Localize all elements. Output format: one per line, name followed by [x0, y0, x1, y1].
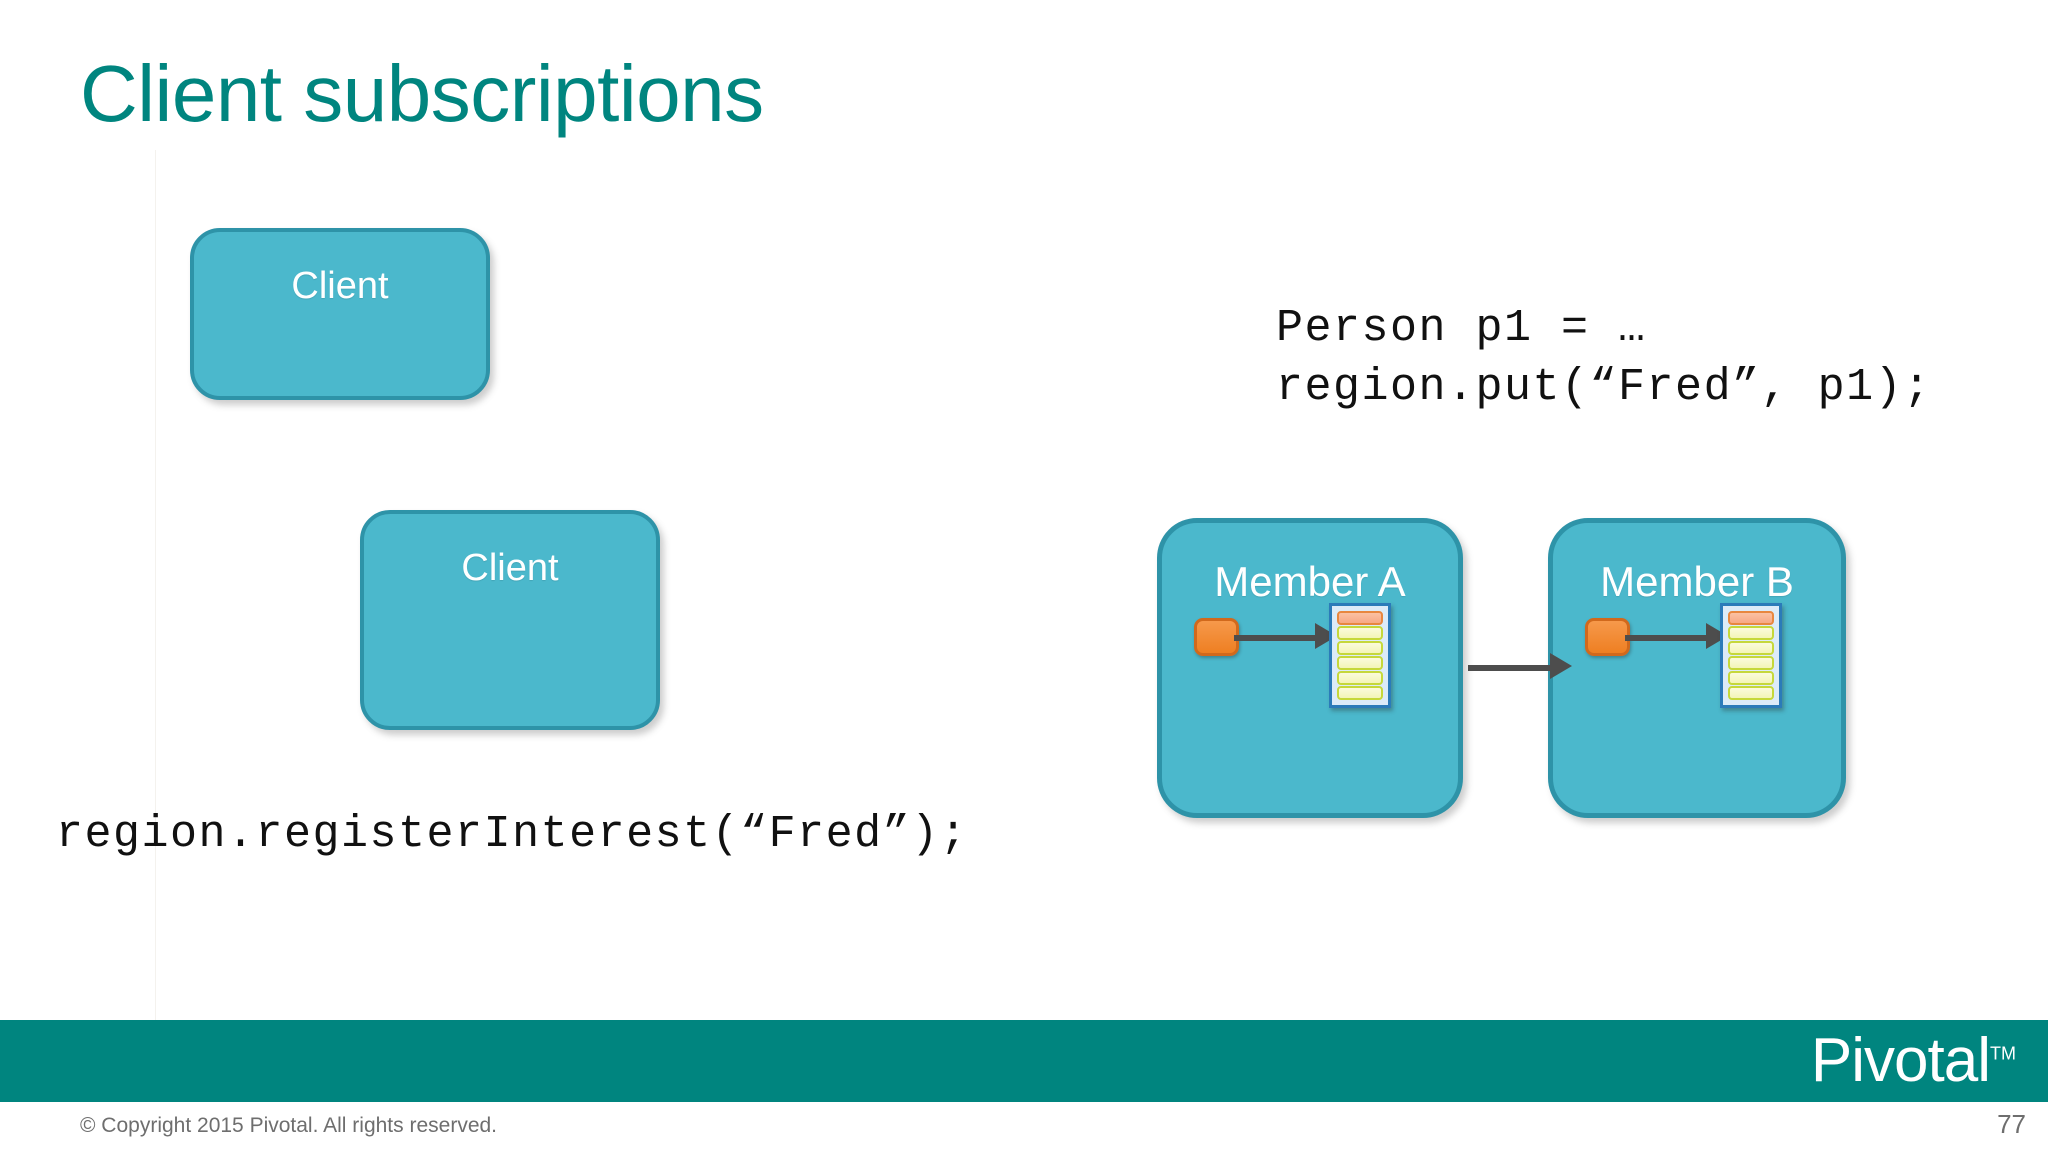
code-snippet-put: Person p1 = … region.put(“Fred”, p1);	[1276, 303, 1932, 413]
region-row-a-4	[1337, 671, 1383, 685]
member-box-b-label: Member B	[1600, 558, 1794, 605]
client-box-1[interactable]: Client	[190, 228, 490, 400]
content-column-divider	[155, 150, 156, 1020]
entry-to-region-arrow-line-b	[1625, 635, 1713, 641]
client-box-1-label: Client	[291, 265, 389, 307]
cache-entry-icon-b	[1585, 618, 1630, 656]
member-a-to-b-arrow-head	[1550, 653, 1572, 679]
page-number: 77	[1997, 1109, 2026, 1139]
cache-entry-icon-a	[1194, 618, 1239, 656]
code-snippet-register-interest: region.registerInterest(“Fred”);	[56, 809, 969, 860]
region-row-b-3	[1728, 656, 1774, 670]
pivotal-logo: PivotalTM	[1811, 1030, 2016, 1092]
client-box-2[interactable]: Client	[360, 510, 660, 730]
member-a-to-b-arrow-line	[1468, 665, 1556, 671]
page-title: Client subscriptions	[80, 49, 764, 138]
member-box-a-label: Member A	[1214, 558, 1406, 605]
region-row-a-2	[1337, 641, 1383, 655]
entry-to-region-arrow-line-a	[1234, 635, 1322, 641]
region-row-b-5	[1728, 686, 1774, 700]
footer-band	[0, 1020, 2048, 1102]
region-row-a-5	[1337, 686, 1383, 700]
region-row-b-2	[1728, 641, 1774, 655]
region-row-b-4	[1728, 671, 1774, 685]
pivotal-logo-text: Pivotal	[1810, 1026, 1991, 1095]
region-row-key-b	[1728, 611, 1774, 625]
copyright-text: © Copyright 2015 Pivotal. All rights res…	[80, 1114, 498, 1137]
trademark-symbol: TM	[1990, 1043, 2016, 1064]
region-row-b-1	[1728, 626, 1774, 640]
region-stack-a	[1329, 603, 1391, 708]
member-box-a[interactable]: Member A	[1157, 518, 1463, 818]
client-box-2-label: Client	[461, 547, 559, 589]
region-row-a-1	[1337, 626, 1383, 640]
member-box-b[interactable]: Member B	[1548, 518, 1846, 818]
region-stack-b	[1720, 603, 1782, 708]
region-row-key-a	[1337, 611, 1383, 625]
region-row-a-3	[1337, 656, 1383, 670]
